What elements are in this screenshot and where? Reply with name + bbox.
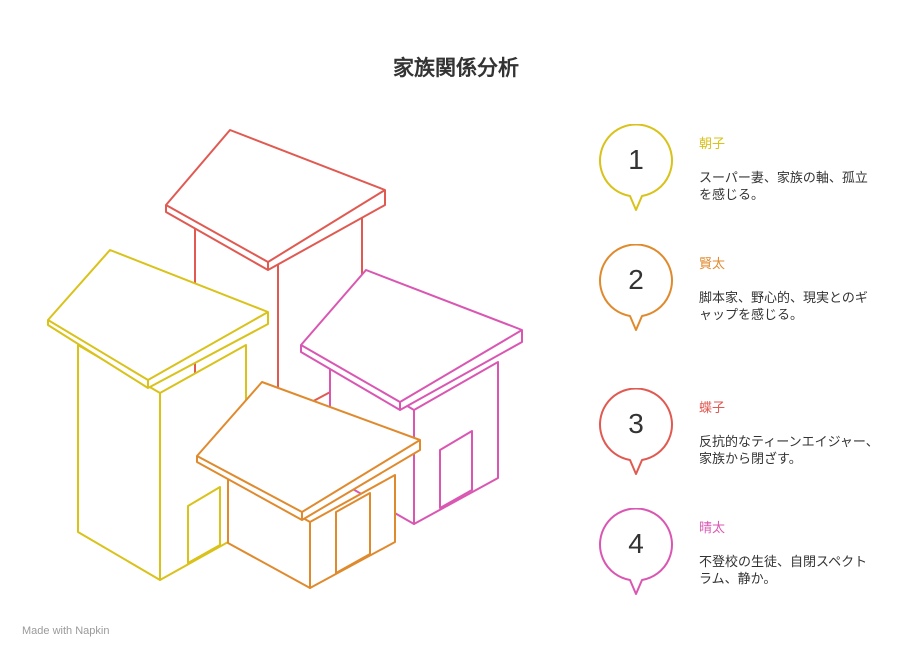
entry-description: 脚本家、野心的、現実とのギャップを感じる。 xyxy=(699,291,868,323)
marker-number: 3 xyxy=(628,408,644,439)
entry-3: 蝶子 反抗的なティーンエイジャー、家族から閉ざす。 xyxy=(699,401,879,468)
location-pin-icon xyxy=(599,244,673,331)
entry-description: スーパー妻、家族の軸、孤立を感じる。 xyxy=(699,171,868,203)
location-pin-icon xyxy=(599,388,673,475)
entry-name: 蝶子 xyxy=(699,401,726,416)
entry-name: 朝子 xyxy=(699,137,726,152)
marker-number: 4 xyxy=(628,528,644,559)
made-with-napkin-credit[interactable]: Made with Napkin xyxy=(22,625,110,637)
marker-4: 4 xyxy=(598,508,674,598)
entry-2: 賢太 脚本家、野心的、現実とのギャップを感じる。 xyxy=(699,257,879,324)
marker-2: 2 xyxy=(598,244,674,334)
entry-description: 反抗的なティーンエイジャー、家族から閉ざす。 xyxy=(699,435,879,467)
marker-number: 2 xyxy=(628,264,644,295)
diagram-title: 家族関係分析 xyxy=(393,56,519,80)
entry-name: 晴太 xyxy=(699,521,726,536)
marker-3: 3 xyxy=(598,388,674,478)
location-pin-icon xyxy=(599,124,673,211)
marker-number: 1 xyxy=(628,144,644,175)
entry-4: 晴太 不登校の生徒、自閉スペクトラム、静か。 xyxy=(699,521,879,588)
house-orange xyxy=(196,381,421,589)
marker-1: 1 xyxy=(598,124,674,214)
entry-description: 不登校の生徒、自閉スペクトラム、静か。 xyxy=(699,555,868,587)
entry-name: 賢太 xyxy=(699,257,726,272)
location-pin-icon xyxy=(599,508,673,595)
entry-1: 朝子 スーパー妻、家族の軸、孤立を感じる。 xyxy=(699,137,879,204)
